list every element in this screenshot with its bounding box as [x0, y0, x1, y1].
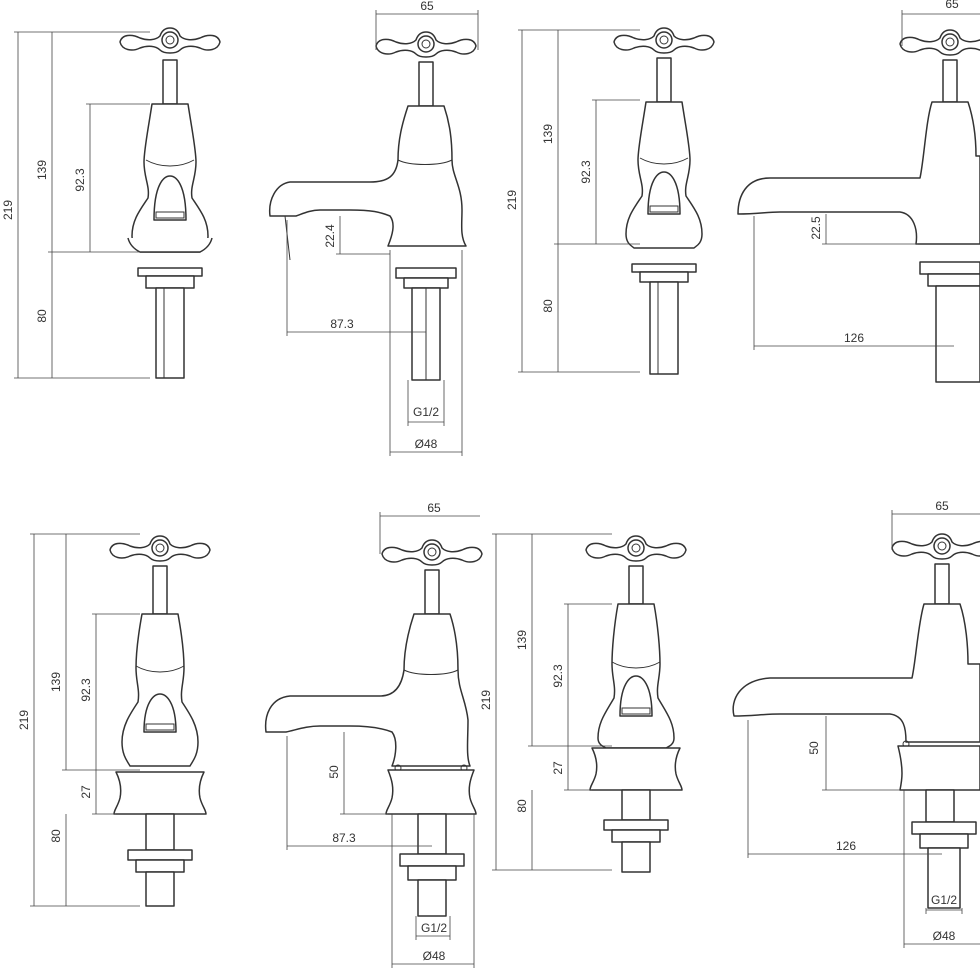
top-basin-front-view: 219 139 92.3 80 — [1, 27, 221, 379]
bottom-basin-side-spout-height: 50 — [327, 765, 341, 779]
bottom-basin-front-shank-length: 80 — [49, 829, 63, 843]
top-bath-side-spout-reach: 126 — [844, 331, 864, 345]
bottom-bath-front-above-deck: 139 — [515, 630, 529, 650]
bottom-basin-side-base-diameter: Ø48 — [423, 949, 446, 963]
bottom-bath-side-view: 65 50 126 G1/2 Ø48 — [732, 499, 980, 948]
bottom-bath-front-collar-height: 27 — [551, 761, 565, 775]
bottom-basin-front-above-deck: 139 — [49, 672, 63, 692]
bottom-basin-front-body-height: 92.3 — [79, 678, 93, 702]
bottom-basin-side-handle-span: 65 — [427, 501, 441, 515]
top-bath-front-view: 219 139 92.3 80 — [505, 27, 715, 375]
bottom-basin-front-view: 219 139 92.3 27 80 — [17, 533, 211, 907]
bottom-bath-side-base-diameter: Ø48 — [933, 929, 956, 943]
top-bath-front-above-deck: 139 — [541, 124, 555, 144]
top-bath-front-body-height: 92.3 — [579, 160, 593, 184]
bottom-basin-front-total-height: 219 — [17, 710, 31, 730]
bottom-bath-side-handle-span: 65 — [935, 499, 949, 513]
top-basin-front-shank-length: 80 — [35, 309, 49, 323]
top-bath-side-handle-span: 65 — [945, 0, 959, 11]
top-bath-front-shank-length: 80 — [541, 299, 555, 313]
top-bath-side-spout-height: 22.5 — [809, 216, 823, 240]
top-basin-side-thread: G1/2 — [413, 405, 439, 419]
bottom-basin-side-spout-reach: 87.3 — [332, 831, 356, 845]
bottom-basin-front-collar-height: 27 — [79, 785, 93, 799]
top-basin-side-spout-reach: 87.3 — [330, 317, 354, 331]
bottom-bath-side-thread: G1/2 — [931, 893, 957, 907]
bottom-bath-side-spout-reach: 126 — [836, 839, 856, 853]
top-bath-side-view: 65 22.5 126 — [737, 0, 980, 383]
top-basin-side-handle-span: 65 — [420, 0, 434, 13]
top-basin-side-base-diameter: Ø48 — [415, 437, 438, 451]
bottom-bath-front-total-height: 219 — [479, 690, 493, 710]
top-basin-front-above-deck: 139 — [35, 160, 49, 180]
top-basin-side-view: 65 22.4 87.3 G1/2 Ø48 — [268, 0, 479, 456]
top-basin-front-body-height: 92.3 — [73, 168, 87, 192]
bottom-bath-front-view: 219 139 92.3 27 80 — [479, 533, 687, 873]
top-basin-side-spout-height: 22.4 — [323, 224, 337, 248]
bottom-bath-front-shank-length: 80 — [515, 799, 529, 813]
bottom-bath-side-spout-height: 50 — [807, 741, 821, 755]
top-basin-front-total-height: 219 — [1, 200, 15, 220]
bottom-bath-front-body-height: 92.3 — [551, 664, 565, 688]
bottom-basin-side-view: 65 50 87.3 G1/2 Ø48 — [264, 501, 483, 968]
top-bath-front-total-height: 219 — [505, 190, 519, 210]
bottom-basin-side-thread: G1/2 — [421, 921, 447, 935]
